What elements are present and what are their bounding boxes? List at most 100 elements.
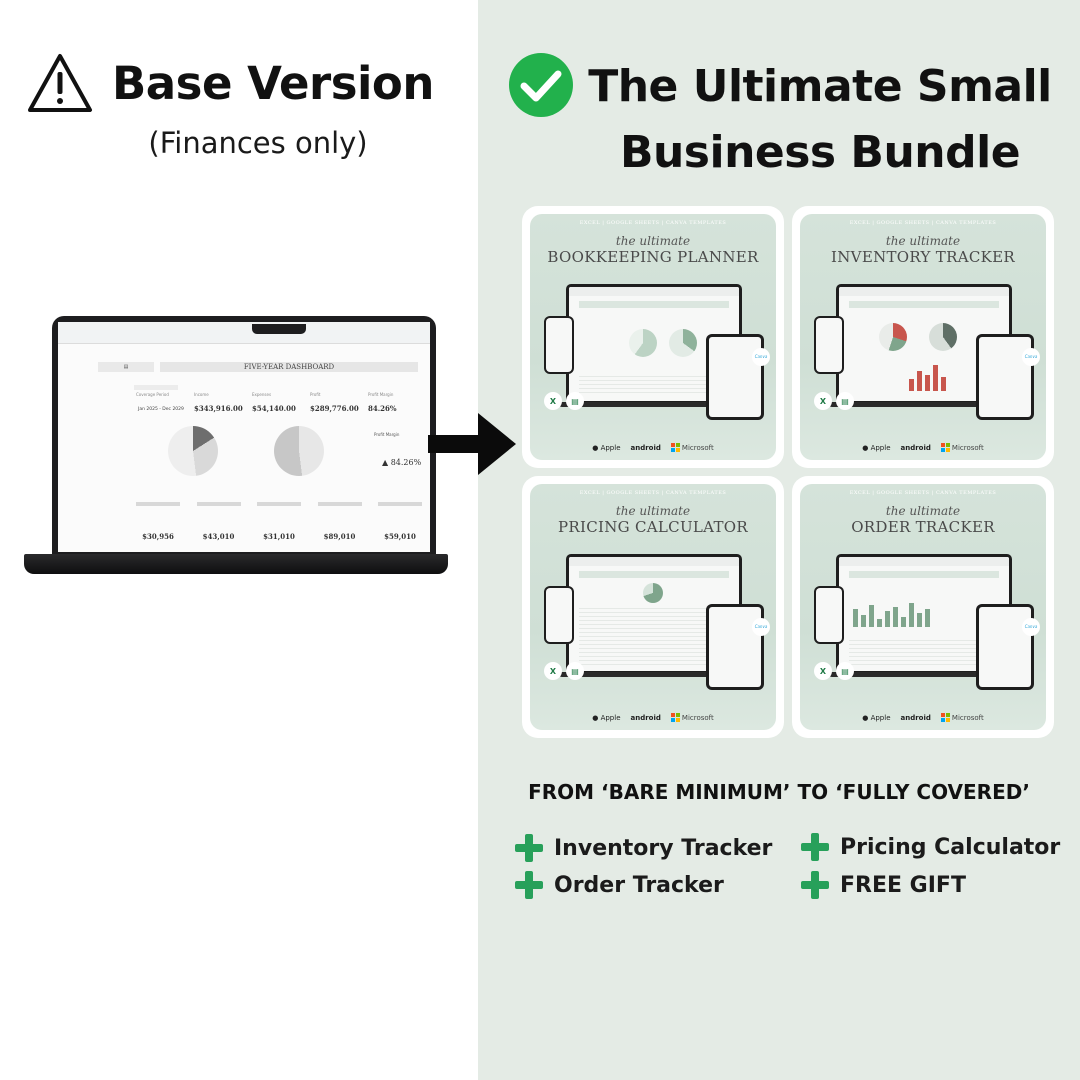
kpi-coverage: Coverage Period	[136, 392, 169, 397]
microsoft-label: Microsoft	[951, 443, 984, 452]
microsoft-logo-icon: Microsoft	[940, 443, 984, 452]
app-badges: X▤	[544, 662, 584, 680]
card-product-name: BOOKKEEPING PLANNER	[547, 248, 759, 266]
android-logo: android	[900, 443, 931, 452]
excel-icon: X	[544, 392, 562, 410]
bundle-title: The Ultimate Small Business Bundle	[580, 54, 1060, 186]
kpi-income-value: $343,916.00	[194, 404, 243, 413]
card-software-label: EXCEL | GOOGLE SHEETS | CANVA TEMPLATES	[579, 490, 727, 496]
microsoft-label: Microsoft	[951, 713, 984, 722]
apple-logo-icon: ● Apple	[862, 443, 891, 452]
year-total: $30,956	[142, 532, 174, 541]
kpi-profit-label: Profit	[310, 392, 321, 397]
year-bar	[317, 502, 362, 506]
device-tablet	[976, 604, 1034, 690]
android-logo: android	[630, 443, 661, 452]
apple-label: Apple	[870, 443, 891, 452]
apple-label: Apple	[600, 443, 621, 452]
device-laptop-base	[558, 672, 750, 677]
year-total: $43,010	[202, 532, 235, 541]
year-total: $59,010	[384, 532, 416, 541]
platform-logos: ● Apple android Microsoft	[530, 443, 776, 452]
year-total: $31,010	[263, 532, 295, 541]
card-ultimate-label: the ultimate	[885, 234, 961, 248]
card-ultimate-label: the ultimate	[615, 504, 691, 518]
device-phone	[544, 586, 574, 644]
kpi-coverage-label: Coverage Period	[136, 392, 169, 397]
card-ultimate-label: the ultimate	[885, 504, 961, 518]
kpi-expenses-value: $54,140.00	[252, 404, 296, 413]
product-card-inventory[interactable]: EXCEL | GOOGLE SHEETS | CANVA TEMPLATES …	[792, 206, 1054, 468]
kpi-profit-margin-label: Profit Margin	[368, 392, 394, 397]
product-card-pricing[interactable]: EXCEL | GOOGLE SHEETS | CANVA TEMPLATES …	[522, 476, 784, 738]
feature-label: FREE GIFT	[840, 872, 966, 898]
android-logo: android	[630, 713, 661, 722]
plus-icon	[801, 871, 829, 899]
laptop-notch	[252, 324, 306, 334]
arrow-right-icon	[428, 413, 516, 475]
apple-logo-icon: ● Apple	[862, 713, 891, 722]
app-badges: X▤	[814, 662, 854, 680]
kpi-profit: Profit$289,776.00	[310, 392, 359, 413]
card-product-name: PRICING CALCULATOR	[558, 518, 748, 536]
card-product-name: INVENTORY TRACKER	[831, 248, 1015, 266]
profit-margin-number: 84.26%	[390, 458, 422, 467]
kpi-expenses: Expenses $54,140.00	[252, 392, 296, 413]
device-tablet	[706, 334, 764, 420]
platform-logos: ● Apple android Microsoft	[800, 443, 1046, 452]
plus-icon	[801, 833, 829, 861]
spreadsheet-toolbar	[58, 322, 430, 344]
year-bar	[378, 502, 422, 506]
dashboard-title: FIVE-YEAR DASHBOARD	[160, 362, 418, 372]
profit-margin-label: Profit Margin	[374, 432, 400, 437]
bundle-tagline: FROM ‘BARE MINIMUM’ TO ‘FULLY COVERED’	[528, 780, 1030, 804]
microsoft-logo-icon: Microsoft	[940, 713, 984, 722]
canva-badge: Canva	[752, 348, 770, 366]
card-software-label: EXCEL | GOOGLE SHEETS | CANVA TEMPLATES	[849, 490, 997, 496]
card-image: EXCEL | GOOGLE SHEETS | CANVA TEMPLATES …	[530, 214, 776, 460]
device-phone	[814, 586, 844, 644]
microsoft-label: Microsoft	[681, 443, 714, 452]
sheets-icon: ▤	[836, 392, 854, 410]
android-logo: android	[900, 713, 931, 722]
device-laptop-base	[828, 672, 1020, 677]
apple-logo-icon: ● Apple	[592, 443, 621, 452]
card-product-name: ORDER TRACKER	[851, 518, 995, 536]
year-bar	[257, 502, 301, 506]
product-card-bookkeeping[interactable]: EXCEL | GOOGLE SHEETS | CANVA TEMPLATES …	[522, 206, 784, 468]
card-image: EXCEL | GOOGLE SHEETS | CANVA TEMPLATES …	[530, 484, 776, 730]
year-column: $30,956	[136, 494, 180, 541]
laptop-mockup: ▤ FIVE-YEAR DASHBOARD Coverage Period Ja…	[24, 316, 448, 574]
card-software-label: EXCEL | GOOGLE SHEETS | CANVA TEMPLATES	[579, 220, 727, 226]
warning-triangle-icon	[28, 54, 92, 112]
yearly-overview: $30,956 $43,010 $31,010 $89,010 $59,010	[136, 494, 422, 541]
kpi-expenses-label: Expenses	[252, 392, 272, 397]
app-badges: X▤	[544, 392, 584, 410]
dashboard-subheader	[134, 385, 178, 390]
kpi-date-range: Jan 2025 - Dec 2029	[138, 407, 184, 412]
platform-logos: ● Apple android Microsoft	[800, 713, 1046, 722]
apple-logo-icon: ● Apple	[592, 713, 621, 722]
card-image: EXCEL | GOOGLE SHEETS | CANVA TEMPLATES …	[800, 214, 1046, 460]
year-bar	[136, 502, 180, 506]
bundle-title-line2: Business Bundle	[619, 127, 1021, 178]
dashboard-nav-button: ▤	[98, 362, 154, 372]
product-card-order[interactable]: EXCEL | GOOGLE SHEETS | CANVA TEMPLATES …	[792, 476, 1054, 738]
year-column: $43,010	[196, 494, 241, 541]
excel-icon: X	[814, 662, 832, 680]
apple-label: Apple	[600, 713, 621, 722]
device-tablet	[976, 334, 1034, 420]
device-laptop-base	[558, 402, 750, 407]
device-phone	[814, 316, 844, 374]
year-column: $59,010	[378, 494, 422, 541]
sheets-icon: ▤	[836, 662, 854, 680]
base-version-title: Base Version	[112, 56, 434, 110]
excel-icon: X	[814, 392, 832, 410]
device-laptop	[566, 284, 742, 404]
kpi-income-label: Income	[194, 392, 209, 397]
apple-label: Apple	[870, 713, 891, 722]
feature-label: Order Tracker	[554, 872, 724, 898]
feature-pricing-calculator: Pricing Calculator	[800, 832, 1060, 862]
base-version-subtitle: (Finances only)	[148, 126, 368, 160]
